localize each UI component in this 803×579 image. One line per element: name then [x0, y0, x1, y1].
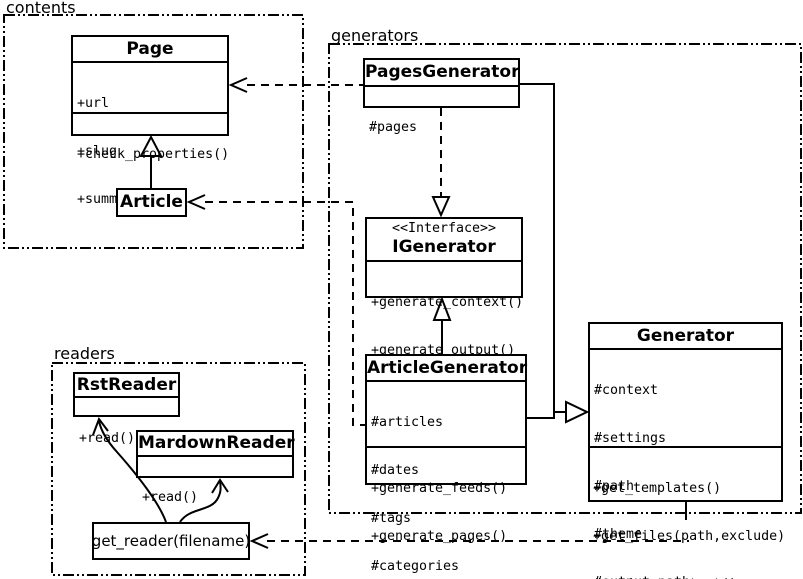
arrow-getreader-to-rstreader-arrowhead	[92, 416, 109, 436]
dependency-pagesgenerator-to-page-arrowhead	[228, 77, 248, 93]
method: #_update_context()	[593, 577, 781, 579]
dependency-generator-to-getreader-arrowhead	[249, 533, 269, 549]
method: +read()	[142, 490, 199, 505]
class-box-mardownreader: MardownReader +read()	[136, 430, 295, 505]
method: +check_properties()	[77, 147, 230, 162]
attribute: #output_path	[594, 575, 781, 579]
arrow-getreader-to-mardownreader-curve	[179, 480, 222, 523]
generalization-to-generator-arrowhead	[565, 400, 590, 424]
generalization-pagesgenerator-to-generator-line	[520, 83, 555, 412]
package-label-readers: readers	[54, 344, 115, 363]
realization-pagesgenerator-to-igenerator-arrowhead	[431, 196, 451, 218]
attribute: #articles	[371, 415, 444, 430]
class-attributes-page: +url +slug +summary	[73, 61, 227, 207]
class-methods-page: +check_properties()	[73, 112, 229, 162]
attribute: #categories	[371, 559, 460, 574]
dependency-articlegenerator-to-article-line	[205, 201, 365, 426]
method: +generate_context()	[371, 295, 524, 310]
class-title-page: Page	[126, 39, 174, 59]
package-border-readers	[51, 362, 306, 576]
class-methods-mardownreader: +read()	[138, 455, 292, 505]
class-methods-rstreader: +read()	[75, 396, 178, 446]
interface-stereotype: <<Interface>>	[391, 221, 497, 236]
class-attributes-articlegenerator: #articles #dates #tags #categories	[367, 380, 525, 574]
class-title-igenerator: IGenerator	[392, 237, 496, 257]
package-label-generators: generators	[331, 26, 419, 45]
method: +generate_feeds()	[371, 481, 508, 496]
attribute: #settings	[594, 431, 667, 446]
package-border-generators	[328, 43, 802, 514]
attribute: #tags	[371, 511, 412, 526]
attribute: +slug	[77, 144, 118, 159]
class-box-article: Article	[116, 188, 187, 217]
interface-box-igenerator: <<Interface>> IGenerator +generate_conte…	[365, 217, 523, 358]
generalization-articlegenerator-to-generator-line	[527, 411, 566, 419]
package-label-contents: contents	[6, 0, 76, 17]
class-box-rstreader: RstReader +read()	[73, 372, 180, 446]
method: +get_templates()	[593, 481, 722, 496]
package-border-contents	[3, 14, 304, 249]
class-attributes-pagesgenerator: #pages	[365, 85, 518, 135]
method: +generate_pages()	[371, 529, 508, 544]
arrow-getreader-to-rstreader-curve	[98, 420, 167, 523]
class-title-rstreader: RstReader	[76, 375, 177, 395]
attribute: #path	[594, 479, 635, 494]
class-box-generator: Generator #context #settings #path #them…	[588, 322, 785, 579]
class-methods-articlegenerator: +generate_feeds() +generate_pages()	[367, 446, 525, 544]
attribute: +url	[77, 96, 110, 111]
class-box-pagesgenerator: PagesGenerator #pages	[363, 58, 520, 135]
class-title-articlegenerator: ArticleGenerator	[367, 358, 528, 378]
class-title-pagesgenerator: PagesGenerator	[365, 62, 520, 82]
class-methods-generator: +get_templates() +get_files(path,exclude…	[590, 446, 785, 579]
arrow-getreader-to-mardownreader-arrowhead	[211, 478, 229, 494]
method: +read()	[79, 431, 136, 446]
method: +get_files(path,exclude)	[593, 529, 786, 544]
dependency-articlegenerator-to-article-arrowhead	[186, 194, 206, 210]
generalization-articlegenerator-to-igenerator-arrowhead	[432, 296, 452, 321]
attribute: #theme	[594, 527, 643, 542]
class-title-article: Article	[120, 192, 183, 212]
class-methods-igenerator: +generate_context() +generate_output()	[367, 260, 523, 358]
attribute: #dates	[371, 463, 420, 478]
function-box-getreader: get_reader(filename)	[92, 522, 250, 560]
class-title-mardownreader: MardownReader	[138, 433, 295, 453]
generalization-article-to-page-arrowhead	[139, 134, 163, 157]
function-label-getreader: get_reader(filename)	[91, 532, 251, 550]
interface-title-block: <<Interface>> IGenerator	[367, 219, 521, 260]
class-attributes-generator: #context #settings #path #theme #output_…	[590, 348, 781, 579]
class-title-generator: Generator	[636, 326, 735, 346]
class-box-articlegenerator: ArticleGenerator #articles #dates #tags …	[365, 354, 528, 574]
attribute: #context	[594, 383, 659, 398]
attribute: #pages	[369, 120, 418, 135]
class-box-page: Page +url +slug +summary +check_properti…	[71, 35, 229, 207]
